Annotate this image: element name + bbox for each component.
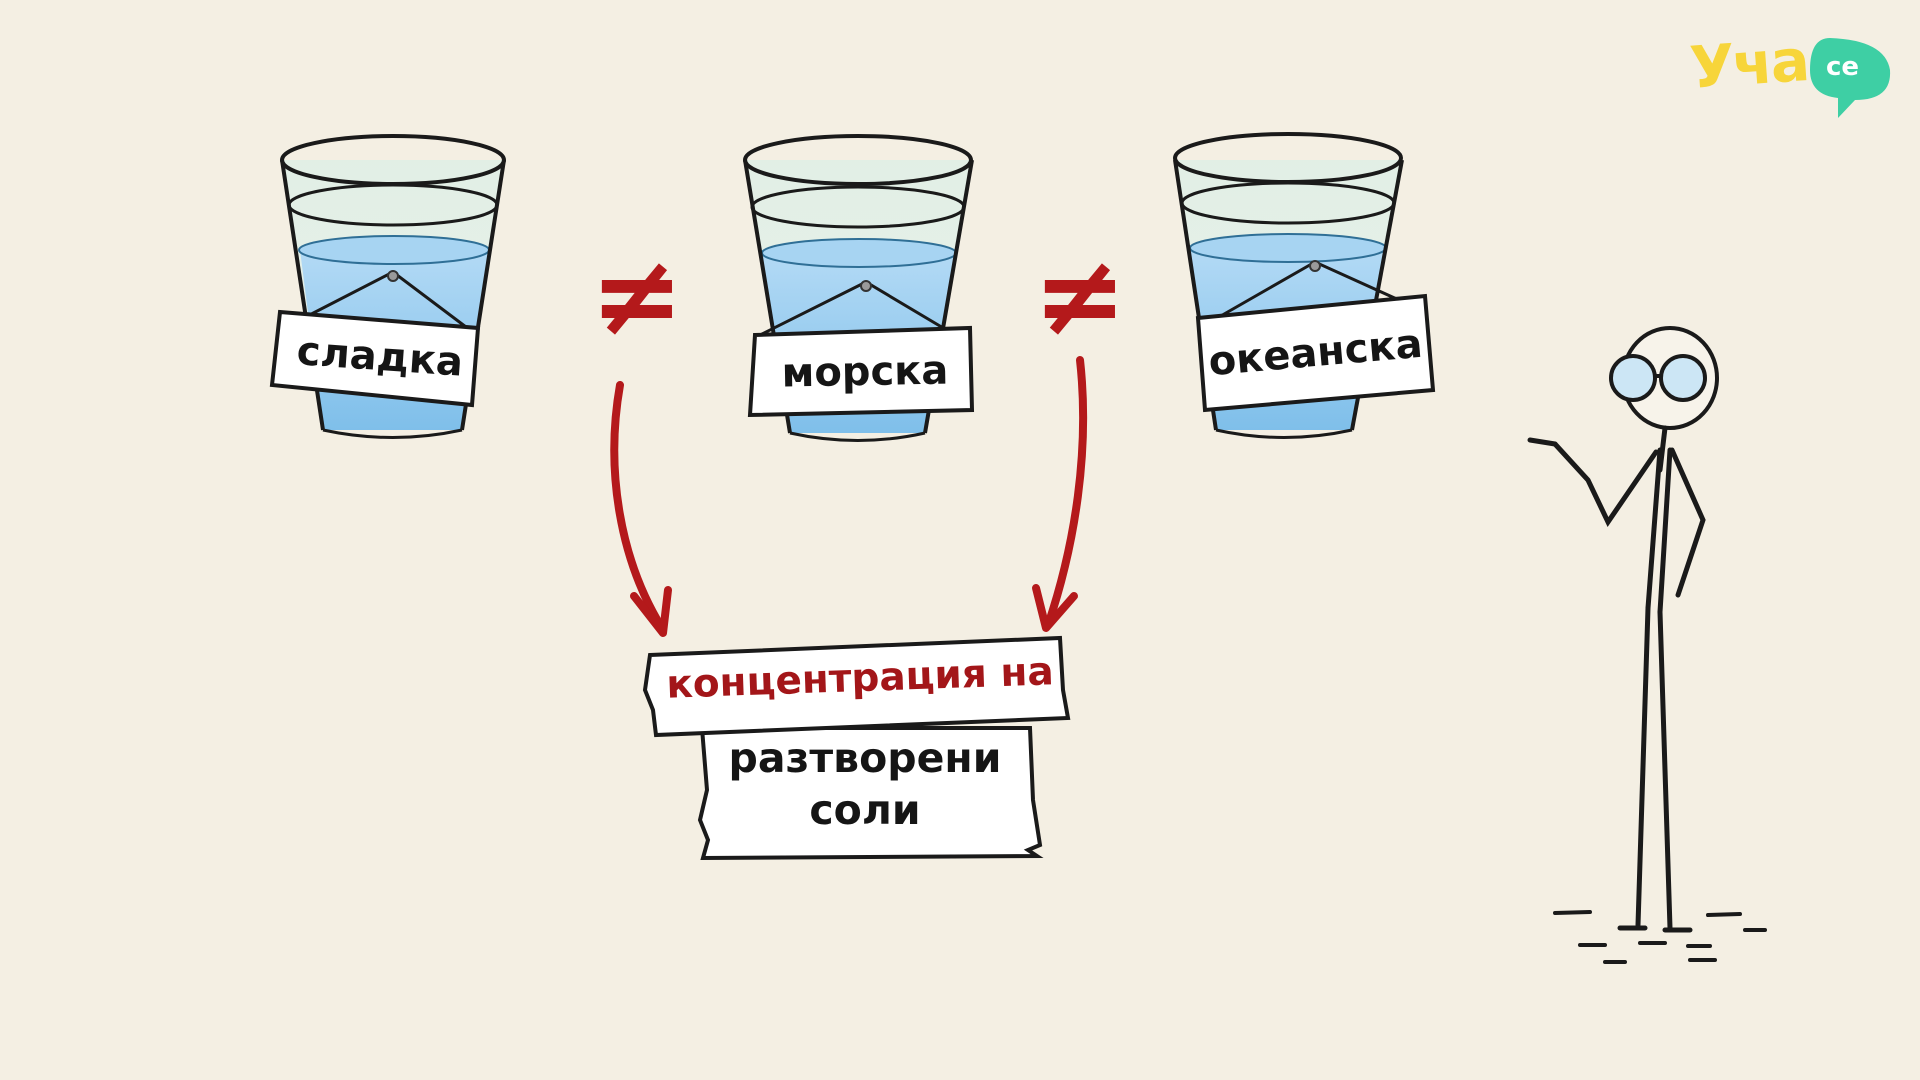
glass-label-sea: морска: [781, 347, 949, 397]
logo-suffix: се: [1826, 52, 1860, 82]
concept-board: [642, 635, 1071, 861]
not-equal-symbol-1: ≠: [590, 231, 684, 361]
not-equal-symbol-2: ≠: [1033, 231, 1127, 361]
arrow-right: [1032, 356, 1088, 632]
arrow-left: [610, 381, 672, 637]
stick-figure: [1527, 326, 1719, 933]
glass-sea: [743, 134, 975, 442]
concept-subtitle-line1: разтворени: [728, 734, 1002, 782]
glass-fresh: [269, 134, 506, 439]
concept-subtitle-line2: соли: [809, 786, 921, 834]
ground-marks: [1553, 910, 1767, 964]
logo-wordmark: Уча: [1687, 25, 1810, 103]
logo-bubble: [1810, 38, 1891, 118]
glass-ocean: [1173, 132, 1436, 439]
